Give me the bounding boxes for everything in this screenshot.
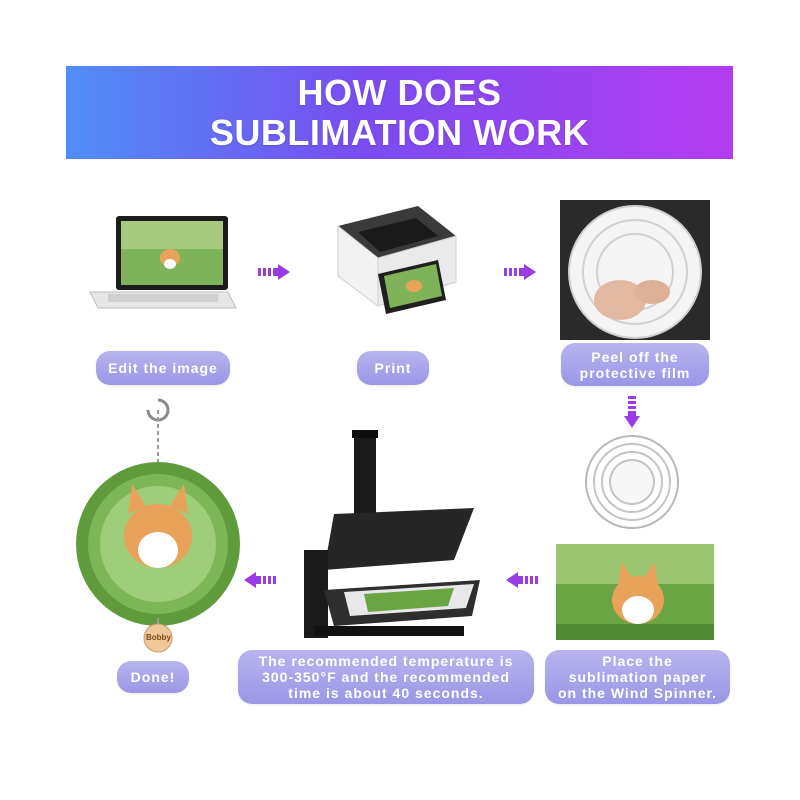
name-tag: Bobby bbox=[146, 633, 171, 642]
laptop-illustration bbox=[89, 216, 237, 309]
arrow-right-icon bbox=[258, 264, 290, 280]
arrow-left-icon bbox=[244, 572, 276, 588]
label-place-line-3: on the Wind Spinner. bbox=[557, 685, 718, 701]
label-place-line-1: Place the bbox=[602, 653, 673, 669]
label-done-text: Done! bbox=[130, 669, 176, 685]
label-done: Done! bbox=[117, 661, 189, 693]
corgi-photo-illustration bbox=[556, 544, 714, 640]
label-peel-line-2: protective film bbox=[579, 364, 691, 381]
heat-press-illustration bbox=[304, 430, 480, 638]
label-peel-line-1: Peel off the bbox=[591, 348, 679, 365]
label-place-line-2: sublimation paper bbox=[568, 669, 707, 685]
label-print-text: Print bbox=[374, 360, 412, 376]
arrow-left-icon bbox=[506, 572, 538, 588]
label-edit-image: Edit the image bbox=[96, 351, 230, 385]
arrow-right-icon bbox=[504, 264, 536, 280]
label-peel-film: Peel off the protective film bbox=[561, 343, 709, 386]
label-press-instructions: The recommended temperature is 300-350°F… bbox=[238, 650, 534, 704]
title-line-2: SUBLIMATION WORK bbox=[209, 111, 590, 153]
finished-spinner-illustration bbox=[76, 398, 240, 653]
label-press-line-3: time is about 40 seconds. bbox=[288, 685, 484, 701]
title-line-1: HOW DOES bbox=[297, 71, 502, 113]
label-edit-text: Edit the image bbox=[108, 360, 218, 376]
label-place-paper: Place the sublimation paper on the Wind … bbox=[545, 650, 730, 704]
label-print: Print bbox=[357, 351, 429, 385]
title-banner: HOW DOES SUBLIMATION WORK bbox=[66, 66, 733, 159]
peel-film-illustration bbox=[560, 200, 710, 340]
label-press-line-2: 300-350°F and the recommended bbox=[262, 669, 510, 685]
blank-spinner-illustration bbox=[585, 435, 679, 529]
printer-illustration bbox=[337, 206, 457, 314]
arrow-down-icon bbox=[624, 396, 640, 428]
label-press-line-1: The recommended temperature is bbox=[258, 653, 514, 669]
